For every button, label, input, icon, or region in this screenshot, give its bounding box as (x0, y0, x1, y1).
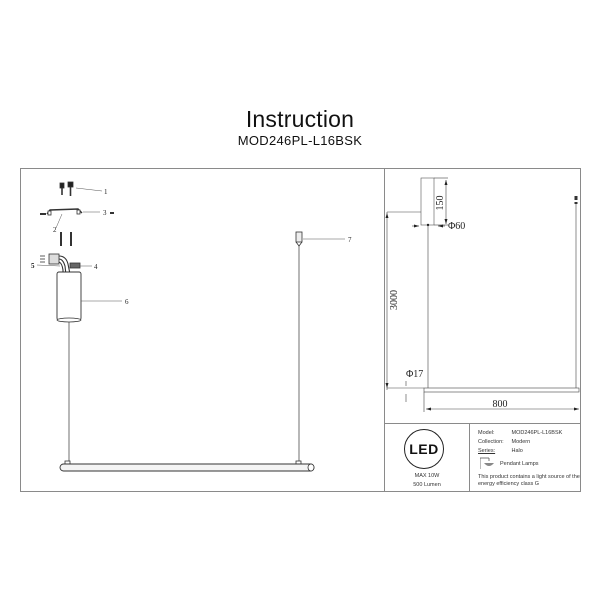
pendant-lamp-icon (480, 457, 494, 469)
collection-key: Collection: (478, 439, 504, 445)
svg-text:4: 4 (94, 263, 98, 271)
svg-text:6: 6 (125, 298, 129, 306)
series-row: Series: Halo (478, 448, 523, 454)
screw-icon (59, 181, 74, 196)
cable-clamp-icon (69, 262, 81, 269)
dimension-arrows (385, 180, 579, 411)
dimension-labels: 150 Φ60 3000 Φ17 800 (389, 196, 508, 411)
drawing-frame (20, 168, 581, 492)
collection-value: Modern (511, 439, 531, 445)
frame-divider (384, 168, 385, 492)
svg-text:3: 3 (103, 209, 107, 217)
spec-table: LED MAX 10W 500 Lumen Model: MOD246PL-L1… (384, 423, 581, 492)
power-rating: MAX 10W (414, 473, 440, 479)
svg-text:2: 2 (53, 226, 57, 234)
spec-details-panel: Model: MOD246PL-L16BSK Collection: Moder… (470, 424, 581, 492)
canopy-diameter-label: Φ60 (448, 221, 465, 232)
callout-numbers: 1 2 3 4 5 6 7 (31, 188, 352, 306)
model-code: MOD246PL-L16BSK (237, 133, 363, 148)
series-key: Series: (478, 448, 496, 454)
svg-text:7: 7 (348, 236, 352, 244)
terminal-block-icon (40, 253, 71, 276)
series-value: Halo (511, 448, 523, 454)
suspension-length-label: 3000 (389, 290, 400, 310)
canopy-icon (56, 271, 82, 323)
lamp-type: Pendant Lamps (500, 461, 539, 467)
page-title: Instruction (245, 106, 355, 132)
cable-gripper-icon (295, 231, 303, 247)
energy-notice: This product contains a light source of … (478, 474, 580, 487)
assembly-diagram (36, 181, 345, 472)
model-row: Model: MOD246PL-L16BSK (478, 430, 562, 436)
canopy-height-label: 150 (435, 196, 446, 211)
model-value: MOD246PL-L16BSK (511, 430, 563, 436)
spec-led-panel: LED MAX 10W 500 Lumen (384, 424, 470, 492)
tube-length-label: 800 (493, 399, 508, 410)
model-key: Model: (478, 430, 495, 436)
wall-anchor-icon (60, 232, 72, 246)
svg-text:1: 1 (104, 188, 108, 196)
led-tube-icon (59, 460, 315, 472)
tube-diameter-label: Φ17 (406, 369, 423, 380)
lumen-rating: 500 Lumen (413, 482, 441, 488)
collection-row: Collection: Modern (478, 439, 530, 445)
dimension-diagram (386, 177, 580, 412)
svg-text:5: 5 (31, 262, 35, 270)
led-logo-icon: LED (404, 429, 444, 469)
mounting-bracket-icon (40, 208, 83, 216)
